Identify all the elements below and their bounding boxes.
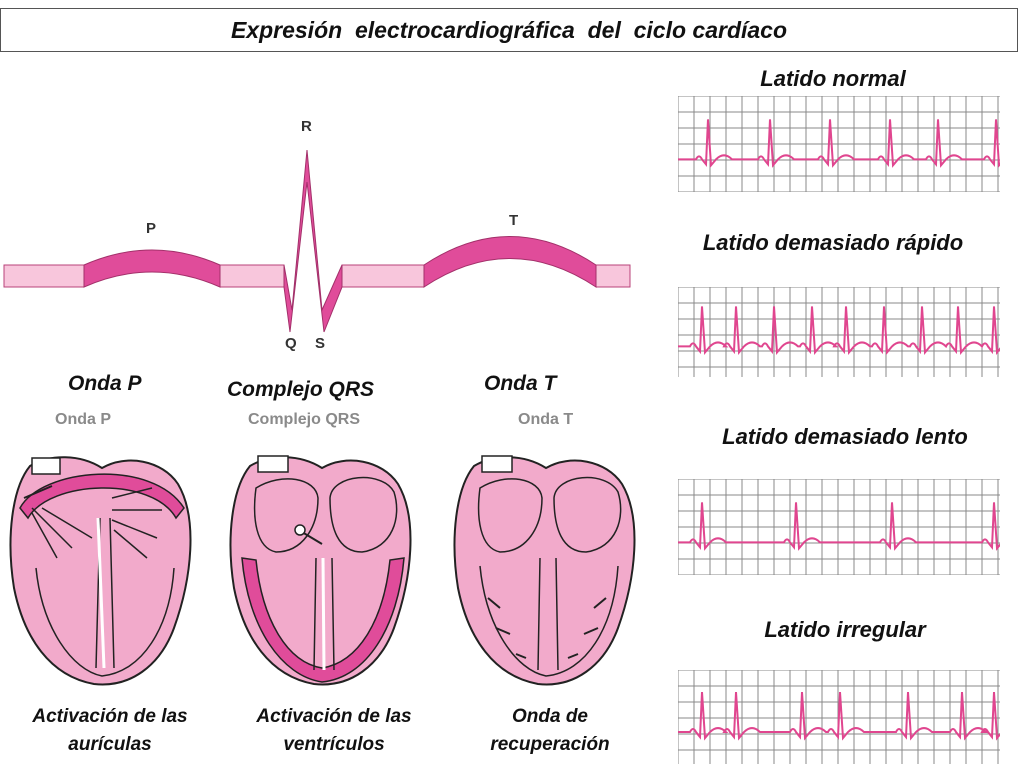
t-wave	[423, 236, 597, 288]
phase-label-p: Onda P	[68, 372, 142, 395]
wave-letter-s: S	[315, 335, 326, 352]
p-wave	[83, 249, 221, 288]
strip-title-slow: Latido demasiado lento	[722, 424, 968, 449]
baseline-segment	[595, 264, 631, 288]
heart-atrial-activation	[9, 456, 192, 686]
ecg-trace	[678, 691, 1000, 741]
strip-title-irregular: Latido irregular	[764, 617, 926, 642]
phase-faded-qrs: Complejo QRS	[248, 411, 361, 428]
qrs-complex	[283, 149, 343, 333]
caption-atria: Activación de las aurículas	[10, 703, 210, 759]
baseline-segment	[219, 264, 285, 288]
caption-recovery-line1: Onda de	[511, 706, 588, 727]
page-title-text: Expresión electrocardiográfica del ciclo…	[230, 16, 788, 43]
baseline-segment	[341, 264, 425, 288]
wave-letter-r: R	[301, 118, 312, 135]
heart-recovery	[453, 455, 636, 686]
wave-letter-p: P	[146, 220, 157, 237]
ecg-trace	[678, 306, 1000, 355]
caption-ventricles: Activación de las ventrículos	[234, 703, 434, 759]
ecg-waveform-diagram	[3, 149, 631, 333]
wave-letter-t: T	[509, 212, 519, 229]
caption-atria-line2: aurículas	[68, 734, 152, 755]
ecg-strip-slow	[678, 479, 1000, 575]
phase-faded-p: Onda P	[55, 411, 112, 428]
ecg-strip-fast	[678, 287, 1000, 377]
strip-title-normal: Latido normal	[760, 66, 906, 91]
caption-atria-line1: Activación de las	[32, 706, 188, 727]
caption-recovery: Onda de recuperación	[450, 703, 650, 759]
strip-title-fast: Latido demasiado rápido	[702, 230, 964, 255]
phase-faded-t: Onda T	[518, 411, 574, 428]
heart-ventricular-activation	[229, 455, 412, 686]
baseline-segment	[3, 264, 85, 288]
ecg-strip-normal	[678, 96, 1000, 192]
wave-letter-q: Q	[285, 335, 297, 352]
ecg-strip-irregular	[678, 670, 1000, 764]
caption-recovery-line2: recuperación	[490, 734, 610, 755]
ecg-trace	[678, 502, 1000, 551]
page-title: Expresión electrocardiográfica del ciclo…	[0, 8, 1018, 52]
caption-ventricles-line1: Activación de las	[256, 706, 412, 727]
caption-ventricles-line2: ventrículos	[283, 734, 385, 755]
phase-label-t: Onda T	[484, 372, 557, 395]
phase-label-qrs: Complejo QRS	[227, 378, 375, 401]
ecg-trace	[678, 119, 1000, 168]
